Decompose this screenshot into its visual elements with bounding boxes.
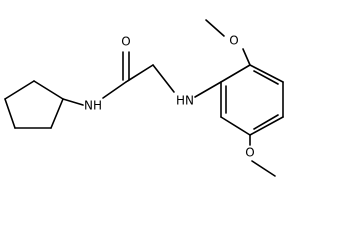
chemical-structure-diagram: O NH HN O O (4, 19, 284, 177)
methoxy-oxygen-top-label: O (229, 34, 238, 48)
ring-bond (33, 80, 64, 100)
ring-bond (4, 80, 35, 100)
cyclopentyl-n-bond (62, 98, 84, 106)
amine-nitrogen-label: HN (176, 94, 194, 108)
methoxy-oxygen-bottom-label: O (245, 146, 254, 160)
nh-aryl-bond (194, 81, 222, 98)
n-carbonyl-bond (102, 81, 127, 99)
carbonyl-double-bond (122, 51, 130, 81)
benzene-ring (220, 64, 284, 136)
carbonyl-oxygen-label: O (121, 35, 130, 49)
amide-nitrogen-label: NH (84, 99, 102, 113)
ring-bond (50, 98, 64, 129)
methoxy-top (205, 19, 251, 66)
ring-bond (4, 98, 16, 129)
carbonyl-ch2-bond (125, 64, 154, 83)
ch2-nh-bond (152, 64, 175, 93)
methoxy-bottom (249, 134, 276, 177)
cyclopentyl-ring (4, 80, 64, 129)
aromatic-inner-bond (253, 114, 279, 130)
aromatic-inner-bond (253, 70, 279, 85)
